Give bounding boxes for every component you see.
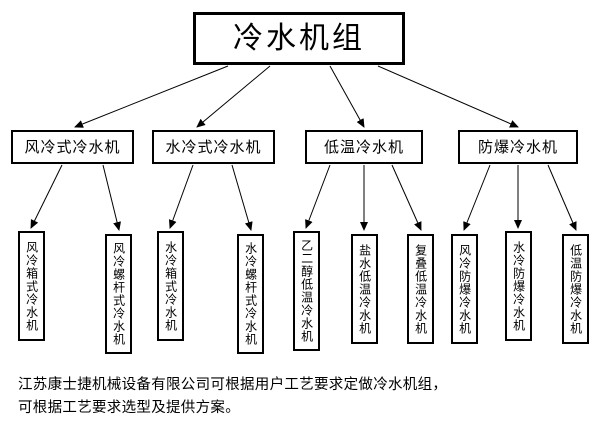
edge-cat3-leaf7 — [391, 164, 422, 231]
node-leaf-brine-low-temperature-chiller[interactable]: 盐水低温冷水机 — [351, 234, 378, 344]
edge-cat1-leaf1 — [30, 164, 63, 229]
node-leaf-air-cooled-box-chiller[interactable]: 风冷箱式冷水机 — [18, 231, 45, 341]
edge-cat4-leaf8 — [463, 164, 491, 231]
node-leaf-water-cooled-explosion-proof-chiller[interactable]: 水冷防爆冷水机 — [505, 231, 532, 341]
node-leaf-label: 风冷螺杆式冷水机 — [111, 242, 126, 346]
node-leaf-cascade-low-temperature-chiller[interactable]: 复叠低温冷水机 — [407, 234, 434, 344]
edge-root-to-category-3 — [329, 65, 365, 128]
edges-root-to-categories — [74, 65, 519, 128]
footer-note: 江苏康士捷机械设备有限公司可根据用户工艺要求定做冷水机组， 可根据工艺要求选型及… — [18, 374, 584, 420]
node-leaf-label: 复叠低温冷水机 — [413, 243, 428, 335]
node-leaf-air-cooled-screw-chiller[interactable]: 风冷螺杆式冷水机 — [105, 234, 132, 354]
node-leaf-label: 水冷箱式冷水机 — [163, 240, 178, 332]
edge-cat1-leaf2 — [102, 164, 121, 231]
node-leaf-water-cooled-box-chiller[interactable]: 水冷箱式冷水机 — [157, 231, 184, 341]
node-category-label: 防爆冷水机 — [477, 137, 558, 156]
edge-cat2-leaf4 — [231, 164, 253, 231]
node-leaf-air-cooled-explosion-proof-chiller[interactable]: 风冷防爆冷水机 — [451, 234, 478, 344]
node-category-air-cooled-chiller[interactable]: 风冷式冷水机 — [11, 130, 134, 164]
node-root-label: 冷水机组 — [233, 20, 365, 56]
node-leaf-water-cooled-screw-chiller[interactable]: 水冷螺杆式冷水机 — [237, 234, 264, 354]
edge-cat2-leaf3 — [168, 164, 194, 229]
footer-note-line-2: 可根据工艺要求选型及提供方案。 — [18, 400, 240, 416]
node-root[interactable]: 冷水机组 — [193, 12, 405, 65]
node-leaf-label: 风冷箱式冷水机 — [24, 240, 39, 332]
node-category-low-temperature-chiller[interactable]: 低温冷水机 — [305, 130, 423, 164]
node-leaf-label: 盐水低温冷水机 — [357, 243, 372, 335]
node-leaf-label: 水冷螺杆式冷水机 — [243, 242, 258, 346]
node-leaf-low-temperature-explosion-proof-chiller[interactable]: 低温防爆冷水机 — [562, 234, 589, 344]
edge-root-to-category-1 — [74, 65, 229, 128]
node-leaf-glycol-low-temperature-chiller[interactable]: 乙二醇低温冷水机 — [293, 231, 320, 351]
edges-category-2-to-leaves — [168, 164, 253, 231]
node-category-label: 水冷式冷水机 — [165, 137, 262, 156]
edges-category-4-to-leaves — [463, 164, 577, 231]
edge-root-to-category-2 — [196, 65, 271, 128]
node-leaf-label: 水冷防爆冷水机 — [511, 240, 526, 332]
footer-note-line-1: 江苏康士捷机械设备有限公司可根据用户工艺要求定做冷水机组， — [18, 377, 448, 393]
edges-category-1-to-leaves — [30, 164, 121, 231]
node-leaf-label: 风冷防爆冷水机 — [457, 243, 472, 335]
node-leaf-label: 乙二醇低温冷水机 — [299, 239, 314, 343]
edge-root-to-category-4 — [377, 65, 519, 128]
edges-category-3-to-leaves — [305, 164, 422, 231]
edge-cat3-leaf5 — [305, 164, 331, 229]
node-leaf-label: 低温防爆冷水机 — [568, 243, 583, 335]
node-category-label: 低温冷水机 — [323, 137, 404, 156]
node-category-label: 风冷式冷水机 — [24, 137, 121, 156]
node-category-explosion-proof-chiller[interactable]: 防爆冷水机 — [458, 130, 578, 164]
node-category-water-cooled-chiller[interactable]: 水冷式冷水机 — [152, 130, 275, 164]
edge-cat4-leaf10 — [547, 164, 577, 231]
